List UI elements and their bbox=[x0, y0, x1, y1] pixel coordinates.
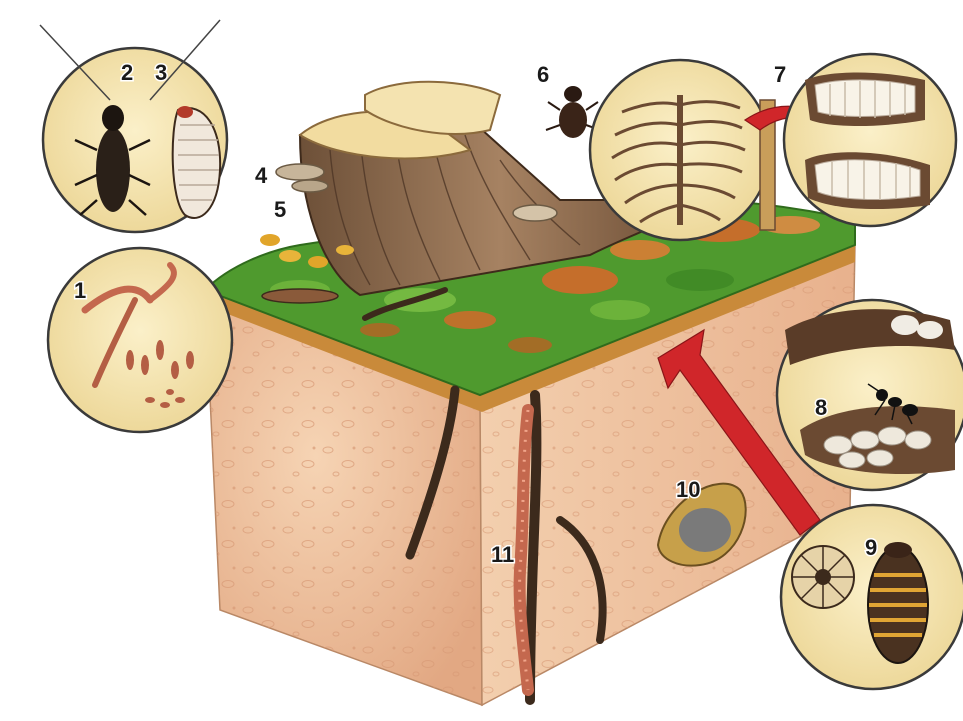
label-11: 11 bbox=[491, 542, 514, 567]
inset-worms bbox=[48, 248, 232, 432]
label-9: 9 bbox=[865, 535, 877, 560]
label-8: 8 bbox=[815, 395, 827, 420]
rolled-woodlouse bbox=[792, 546, 854, 608]
label-2: 2 bbox=[121, 60, 133, 85]
label-6: 6 bbox=[537, 62, 549, 87]
label-7: 7 bbox=[774, 62, 786, 87]
label-10: 10 bbox=[676, 477, 700, 502]
inset-beetle-larva bbox=[40, 20, 227, 232]
label-1: 1 bbox=[74, 278, 86, 303]
label-4: 4 bbox=[255, 163, 268, 188]
inset-woodlouse bbox=[781, 505, 963, 689]
inset-ant-nest bbox=[777, 300, 963, 490]
label-3: 3 bbox=[155, 60, 167, 85]
label-5: 5 bbox=[274, 197, 286, 222]
fallen-twig bbox=[262, 289, 338, 303]
inset-larvae-tunnels bbox=[784, 54, 956, 226]
bracket-fungus bbox=[276, 164, 324, 180]
